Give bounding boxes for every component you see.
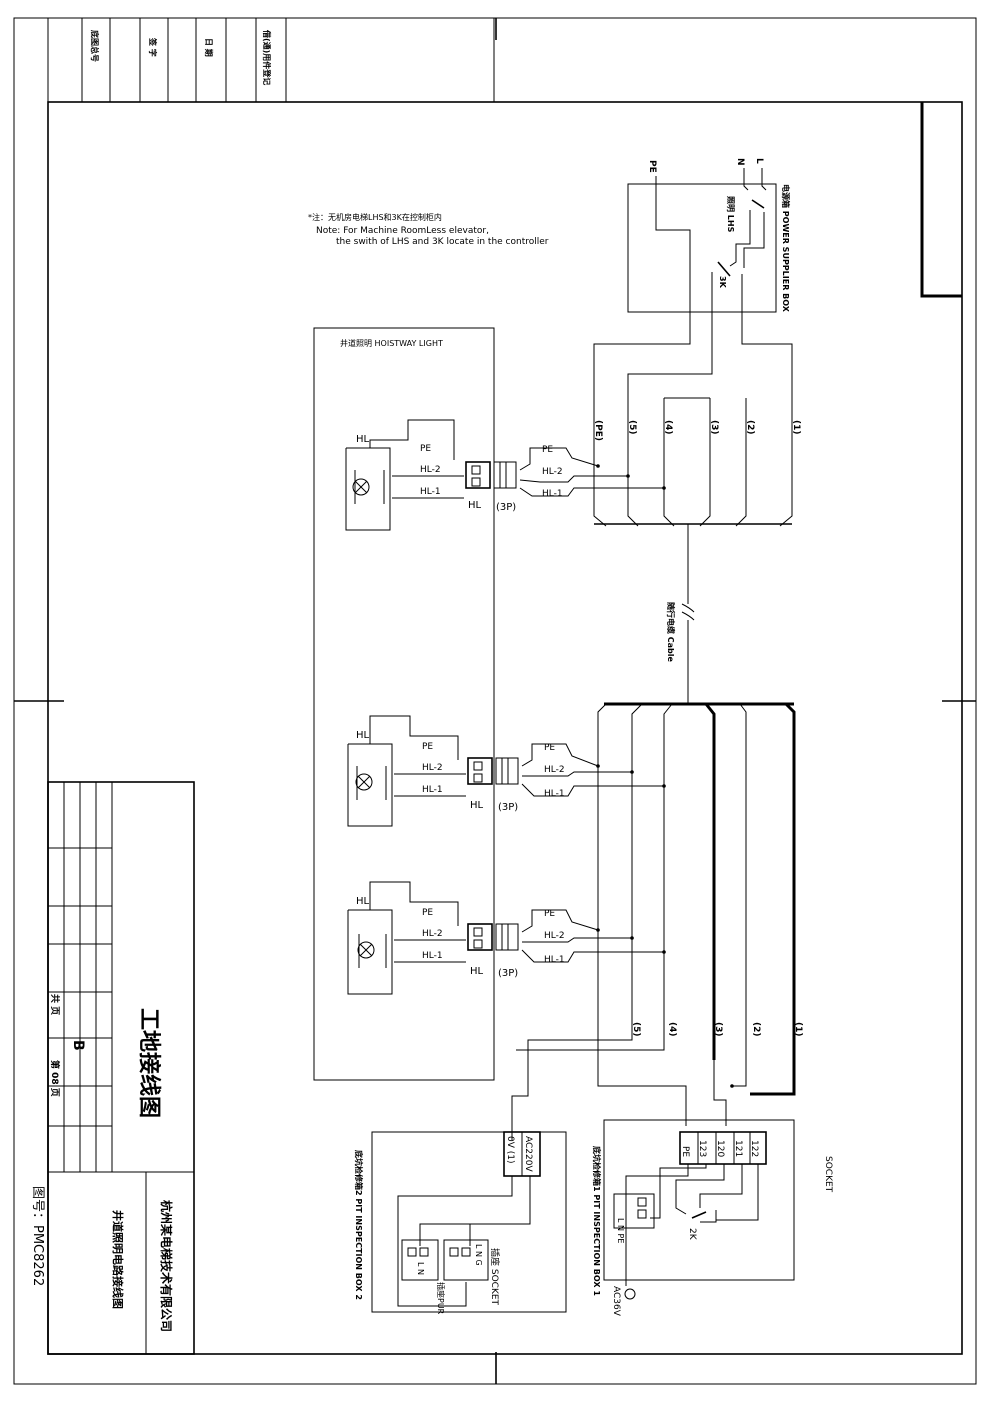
stamp-row1: 底图总号 bbox=[90, 29, 100, 62]
svg-text:插座PUR: 插座PUR bbox=[436, 1282, 446, 1315]
svg-text:HL: HL bbox=[470, 800, 484, 811]
svg-text:HL-1: HL-1 bbox=[420, 487, 441, 497]
svg-text:123: 123 bbox=[697, 1140, 707, 1157]
pit-inspection-box-2: 底坑检修箱2 PIT INSPECTION BOX 2 AC220V 0V (1… bbox=[354, 1131, 567, 1315]
svg-text:HL-2: HL-2 bbox=[422, 763, 443, 773]
lamp-unit-3: HL PE HL-2 HL-1 HL (3P) PE HL-2 HL-1 bbox=[347, 881, 666, 995]
lamp-unit-1: HL PE HL-2 HL-1 HL (3P) PE HL-2 HL-1 bbox=[345, 419, 666, 531]
svg-text:PE: PE bbox=[544, 743, 555, 753]
svg-text:HL-2: HL-2 bbox=[422, 929, 443, 939]
core-4-bottom: (4) bbox=[667, 1022, 677, 1037]
svg-text:HL-2: HL-2 bbox=[420, 465, 441, 475]
core-3-bottom: (3) bbox=[713, 1022, 723, 1037]
pit1-socket-label: SOCKET bbox=[823, 1156, 833, 1193]
svg-text:插座 SOCKET: 插座 SOCKET bbox=[489, 1248, 501, 1306]
svg-text:HL-1: HL-1 bbox=[544, 955, 565, 965]
svg-text:PE: PE bbox=[422, 908, 433, 918]
svg-text:121: 121 bbox=[733, 1140, 743, 1157]
svg-text:122: 122 bbox=[749, 1140, 759, 1157]
svg-text:120: 120 bbox=[715, 1140, 725, 1157]
svg-text:PE: PE bbox=[680, 1146, 690, 1157]
svg-text:HL-2: HL-2 bbox=[542, 467, 563, 477]
core-5-top: (5) bbox=[627, 420, 637, 435]
svg-text:HL: HL bbox=[468, 500, 482, 511]
title-block: 工地接线图 杭州某电梯技术有限公司 井道照明电路接线图 B 共 页 第 08 页… bbox=[30, 781, 195, 1355]
core-1-bottom: (1) bbox=[793, 1022, 803, 1037]
svg-text:AC36V: AC36V bbox=[611, 1286, 621, 1317]
core-4-top: (4) bbox=[663, 420, 673, 435]
l-label: L bbox=[754, 158, 764, 164]
svg-text:PE: PE bbox=[420, 444, 431, 454]
pit1-title: 底坑检修箱1 PIT INSPECTION BOX 1 bbox=[592, 1145, 602, 1296]
svg-text:HL-1: HL-1 bbox=[542, 489, 563, 499]
svg-text:2K: 2K bbox=[687, 1228, 697, 1241]
stamp-row4: 借(通)用件登记 bbox=[262, 29, 272, 85]
svg-text:HL: HL bbox=[470, 966, 484, 977]
revision: B bbox=[70, 1040, 86, 1051]
core-2-top: (2) bbox=[745, 420, 755, 435]
cable-trunk: 随行电缆 Cable bbox=[666, 524, 695, 704]
right-margin-box bbox=[920, 102, 962, 298]
3k-label: 3K bbox=[718, 276, 727, 289]
svg-text:(3P): (3P) bbox=[498, 802, 518, 813]
svg-text:HL-1: HL-1 bbox=[422, 951, 443, 961]
svg-text:Note: For Machine RoomLess ele: Note: For Machine RoomLess elevator, bbox=[316, 226, 489, 236]
svg-text:L N: L N bbox=[416, 1262, 425, 1275]
svg-text:(3P): (3P) bbox=[498, 968, 518, 979]
sheet-count: 共 页 bbox=[49, 994, 61, 1015]
note: *注：无机房电梯LHS和3K在控制柜内 Note: For Machine Ro… bbox=[308, 212, 549, 247]
core-3-top: (3) bbox=[709, 420, 719, 435]
pe-label: PE bbox=[647, 160, 657, 173]
svg-text:0V (1): 0V (1) bbox=[505, 1136, 515, 1164]
lhs-label: 照明 LHS bbox=[726, 196, 735, 233]
svg-text:*注：无机房电梯LHS和3K在控制柜内: *注：无机房电梯LHS和3K在控制柜内 bbox=[308, 212, 442, 222]
svg-text:the swith of LHS and 3K locate: the swith of LHS and 3K locate in the co… bbox=[336, 237, 549, 247]
stamp-block: 底图总号 签 字 日 期 借(通)用件登记 bbox=[47, 17, 495, 103]
power-supplier-box: 电源箱 POWER SUPPLIER BOX PE N L 照明 LHS 3K bbox=[627, 158, 791, 313]
svg-text:AC220V: AC220V bbox=[523, 1136, 533, 1172]
power-box-title: 电源箱 POWER SUPPLIER BOX bbox=[781, 184, 791, 313]
drawing-number: 图号：PMC8262 bbox=[30, 1186, 45, 1286]
cable-upper-bundle: (PE) (5) (4) (3) (2) (1) bbox=[593, 312, 801, 527]
cable-lower-bundle: (5) (4) (3) (2) (1) bbox=[511, 702, 803, 1140]
stamp-row3: 日 期 bbox=[204, 38, 214, 57]
lamp-unit-2: HL PE HL-2 HL-1 HL (3P) PE HL-2 HL-1 bbox=[347, 715, 666, 827]
sheet-number: 第 08 页 bbox=[49, 1060, 61, 1097]
core-5-bottom: (5) bbox=[631, 1022, 641, 1037]
svg-text:HL: HL bbox=[356, 434, 370, 445]
core-1-top: (1) bbox=[791, 420, 801, 435]
svg-text:(3P): (3P) bbox=[496, 502, 516, 513]
pit2-title: 底坑检修箱2 PIT INSPECTION BOX 2 bbox=[354, 1149, 364, 1300]
stamp-row2: 签 字 bbox=[148, 37, 158, 57]
n-label: N bbox=[735, 158, 745, 166]
company-name: 杭州某电梯技术有限公司 bbox=[159, 1200, 174, 1332]
pit-inspection-box-1: 底坑检修箱1 PIT INSPECTION BOX 1 SOCKET PE 12… bbox=[592, 1084, 833, 1317]
svg-text:PE: PE bbox=[544, 909, 555, 919]
svg-text:HL: HL bbox=[356, 730, 370, 741]
hoistway-light-box: 井道照明 HOISTWAY LIGHT bbox=[313, 327, 495, 1081]
drawing-subtitle: 井道照明电路接线图 bbox=[111, 1210, 125, 1309]
inner-frame bbox=[47, 101, 963, 1355]
cable-label: 随行电缆 Cable bbox=[666, 602, 676, 663]
svg-text:HL-2: HL-2 bbox=[544, 765, 565, 775]
svg-text:HL: HL bbox=[356, 896, 370, 907]
svg-text:L N G: L N G bbox=[474, 1244, 483, 1266]
svg-text:PE: PE bbox=[422, 742, 433, 752]
svg-text:L N PE: L N PE bbox=[616, 1218, 625, 1243]
svg-text:HL-2: HL-2 bbox=[544, 931, 565, 941]
hoistway-title: 井道照明 HOISTWAY LIGHT bbox=[340, 338, 443, 348]
svg-text:PE: PE bbox=[542, 445, 553, 455]
svg-text:HL-1: HL-1 bbox=[422, 785, 443, 795]
svg-text:HL-1: HL-1 bbox=[544, 789, 565, 799]
core-pe-top: (PE) bbox=[593, 420, 603, 441]
drawing-title: 工地接线图 bbox=[136, 1008, 162, 1118]
core-2-bottom: (2) bbox=[751, 1022, 761, 1037]
